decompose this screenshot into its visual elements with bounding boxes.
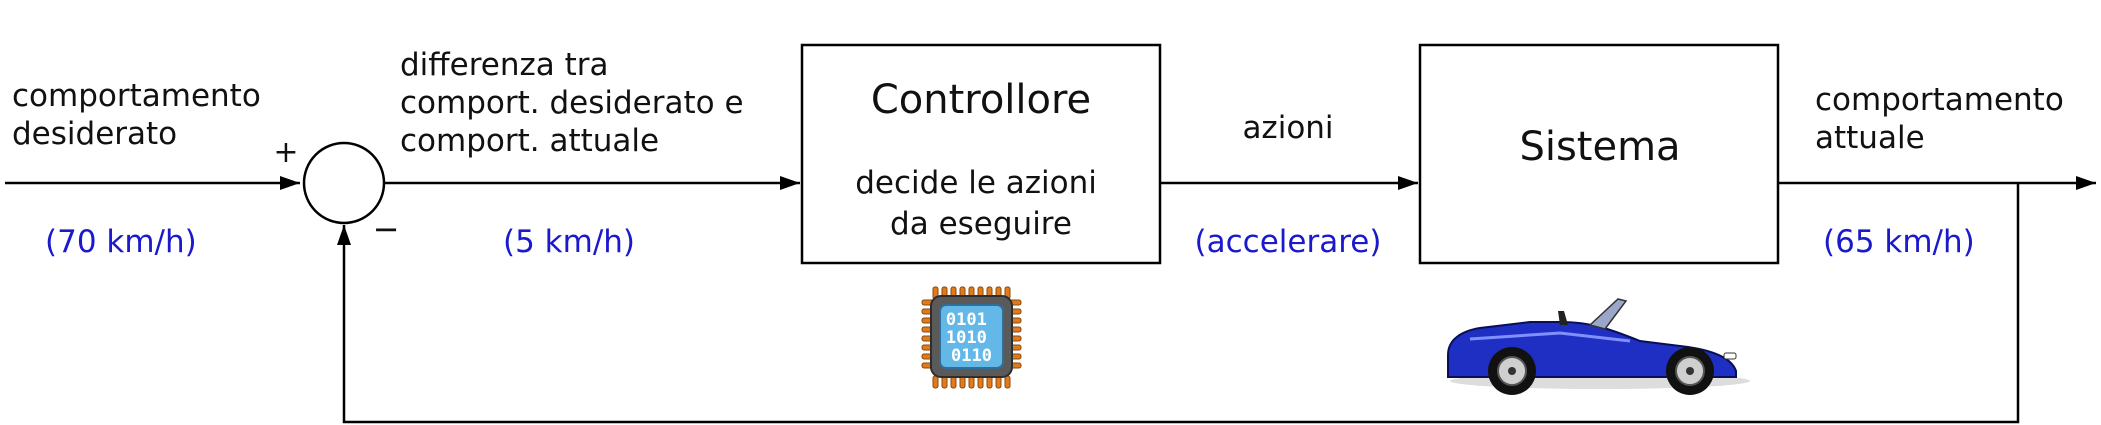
action-value: (accelerare) bbox=[1195, 224, 1382, 260]
input-value: (70 km/h) bbox=[45, 224, 197, 260]
plus-sign: + bbox=[273, 135, 298, 170]
svg-text:0101 1010 0110: 0101 1010 0110 bbox=[946, 310, 997, 366]
microchip-icon: 0101 1010 0110 bbox=[922, 287, 1021, 388]
action-label: azioni bbox=[1242, 110, 1333, 146]
system-title: Sistema bbox=[1519, 124, 1680, 170]
output-label: comportamento attuale bbox=[1815, 82, 2074, 156]
error-label: differenza tra comport. desiderato e com… bbox=[400, 47, 753, 159]
input-label: comportamento desiderato bbox=[12, 78, 271, 152]
convertible-car-icon bbox=[1448, 299, 1750, 395]
minus-sign: − bbox=[373, 210, 400, 248]
error-value: (5 km/h) bbox=[503, 224, 635, 260]
output-value: (65 km/h) bbox=[1823, 224, 1975, 260]
controller-title: Controllore bbox=[871, 77, 1091, 123]
